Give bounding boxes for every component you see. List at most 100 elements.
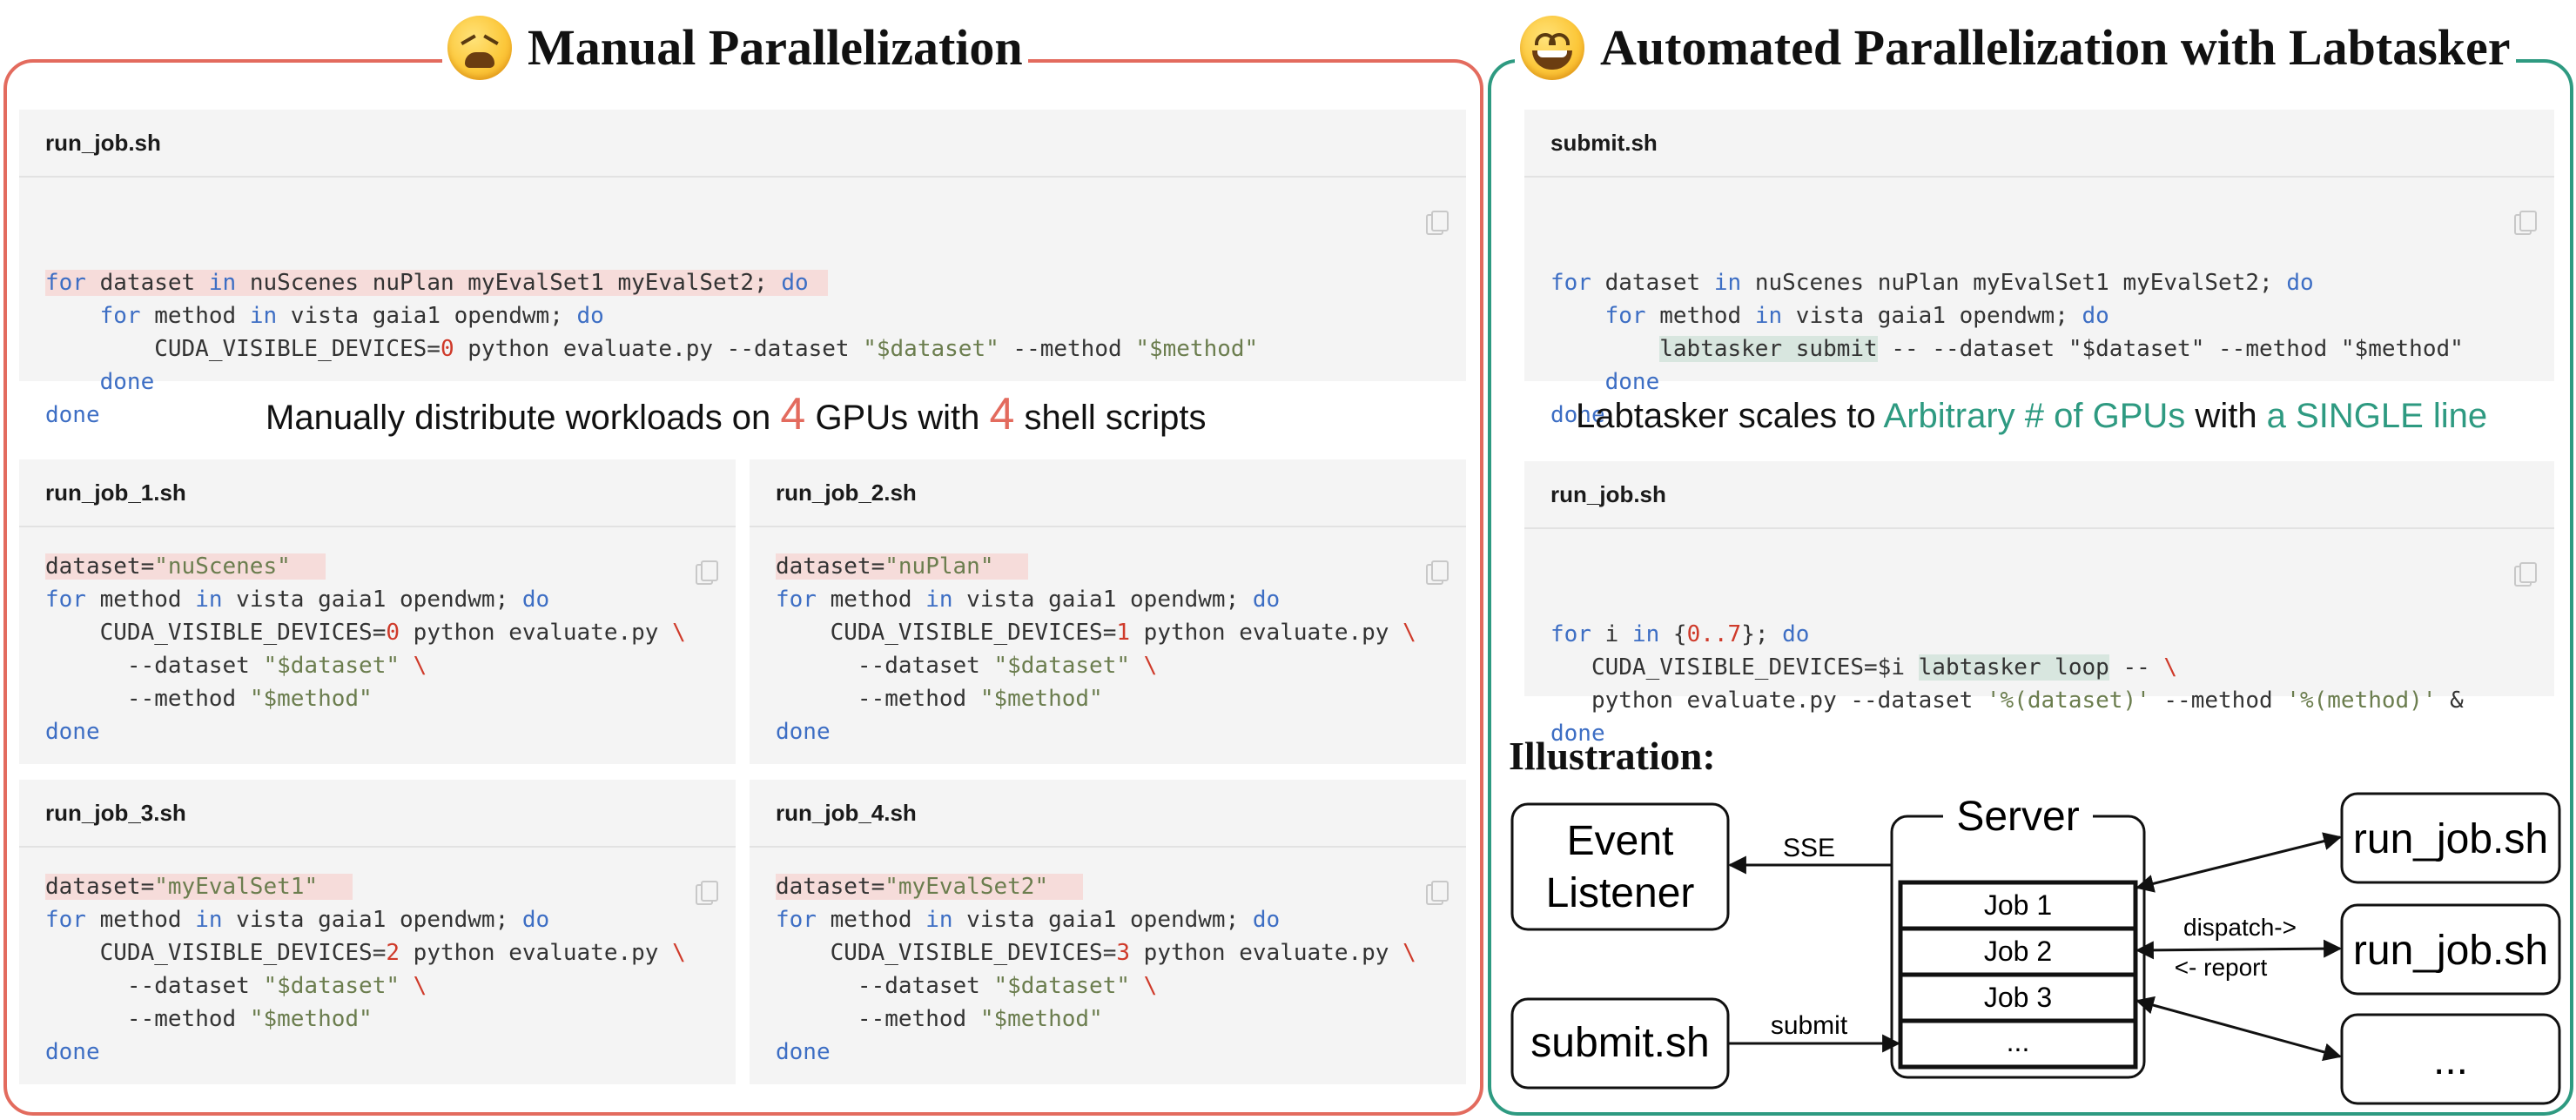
report-label: <- report — [2175, 954, 2268, 981]
run-job-code-block: run_job.sh for dataset in nuScenes nuPla… — [19, 110, 1466, 428]
code-token: \ — [413, 653, 427, 679]
code-body: for dataset in nuScenes nuPlan myEvalSet… — [19, 178, 1466, 498]
code-token: \ — [1402, 620, 1416, 646]
code-body: dataset="myEvalSet2"for method in vista … — [750, 848, 1466, 1069]
arbitrary-gpus-text: Arbitrary # of GPUs — [1883, 397, 2186, 435]
dataset-value: nuScenes — [167, 553, 278, 580]
submit-args: -- --dataset "$dataset" --method "$metho… — [1877, 336, 2464, 362]
dataset-value: myEvalSet1 — [167, 874, 305, 900]
caption-text: with — [2185, 397, 2267, 435]
code-token: "$method" — [979, 686, 1103, 712]
code-token: "$dataset" — [263, 653, 400, 679]
script-count: 4 — [989, 389, 1015, 439]
caption-text: GPUs with — [805, 399, 990, 437]
code-token: python evaluate.py — [1130, 620, 1403, 646]
dispatch-arrow-2 — [2135, 939, 2343, 960]
server-label: Server — [1956, 794, 2079, 840]
copy-icon[interactable] — [2514, 562, 2537, 587]
run-job-loop-code-block: run_job.sh for i in {0..7}; do CUDA_VISI… — [1524, 461, 2554, 747]
code-filename: run_job_2.sh — [750, 459, 1466, 527]
code-token: --dataset — [857, 973, 994, 999]
single-line-text: a SINGLE line — [2266, 397, 2488, 435]
code-filename: run_job_4.sh — [750, 780, 1466, 848]
caption-text: Manually distribute workloads on — [266, 399, 781, 437]
copy-icon[interactable] — [1426, 881, 1449, 905]
code-token: --dataset — [126, 653, 264, 679]
event-listener-label: Listener — [1546, 870, 1695, 916]
dataset-value: myEvalSet2 — [898, 874, 1035, 900]
manual-panel-title: Manual Parallelization — [442, 16, 1028, 80]
code-token: done — [45, 1039, 100, 1065]
code-token: CUDA_VISIBLE_DEVICES= — [99, 940, 387, 966]
code-body: dataset="nuScenes"for method in vista ga… — [19, 527, 736, 748]
code-token: \ — [1402, 940, 1416, 966]
code-body: dataset="nuPlan"for method in vista gaia… — [750, 527, 1466, 748]
code-body: dataset="myEvalSet1"for method in vista … — [19, 848, 736, 1069]
copy-icon[interactable] — [2514, 211, 2537, 235]
submit-sh-label: submit.sh — [1530, 1020, 1709, 1066]
code-token: CUDA_VISIBLE_DEVICES= — [830, 620, 1117, 646]
code-filename: submit.sh — [1524, 110, 2554, 178]
code-token: --dataset — [857, 653, 994, 679]
code-token: dataset= — [45, 553, 155, 580]
code-token: --method — [857, 1006, 980, 1032]
code-token: \ — [1143, 973, 1158, 999]
gpu-index: 0 — [386, 620, 400, 646]
event-listener-label: Event — [1567, 818, 1674, 864]
code-token: done — [776, 719, 831, 745]
job-2-label: Job 2 — [1984, 936, 2052, 967]
code-token: \ — [413, 973, 427, 999]
copy-icon[interactable] — [1426, 560, 1449, 585]
code-token: "$dataset" — [993, 653, 1131, 679]
worker-3-label: ... — [2433, 1037, 2468, 1083]
manual-title-text: Manual Parallelization — [528, 19, 1023, 76]
code-token: dataset= — [776, 874, 885, 900]
copy-icon[interactable] — [696, 881, 718, 905]
dispatch-label: dispatch-> — [2183, 914, 2297, 941]
job-more-label: ... — [2007, 1026, 2030, 1057]
copy-icon[interactable] — [1426, 211, 1449, 235]
job-1-label: Job 1 — [1984, 889, 2052, 921]
code-body: for dataset in nuScenes nuPlan myEvalSet… — [1524, 178, 2554, 498]
dataset-value: nuPlan — [898, 553, 980, 580]
code-token: "$method" — [249, 686, 373, 712]
automated-panel-title: Automated Parallelization with Labtasker — [1515, 16, 2516, 80]
code-token: --method — [126, 686, 250, 712]
dispatch-arrow-1 — [2135, 832, 2343, 893]
grinning-face-emoji-icon — [1520, 16, 1584, 80]
manual-caption: Manually distribute workloads on 4 GPUs … — [266, 388, 1206, 440]
code-token: CUDA_VISIBLE_DEVICES= — [99, 620, 387, 646]
code-token: python evaluate.py — [1130, 940, 1403, 966]
gpu-index: 2 — [386, 940, 400, 966]
code-token: --method — [126, 1006, 250, 1032]
labtasker-submit-highlight: labtasker submit — [1659, 336, 1878, 362]
code-token: \ — [1143, 653, 1158, 679]
code-token: dataset= — [776, 553, 885, 580]
code-token: done — [776, 1039, 831, 1065]
labtasker-caption: Labtasker scales to Arbitrary # of GPUs … — [1576, 397, 2487, 436]
gpu-count: 4 — [780, 389, 806, 439]
code-filename: run_job.sh — [1524, 461, 2554, 529]
gpu-index: 1 — [1116, 620, 1131, 646]
sse-label: SSE — [1783, 834, 1835, 862]
tired-face-emoji-icon — [447, 16, 512, 80]
code-token: python evaluate.py — [400, 620, 673, 646]
dispatch-arrow-3 — [2135, 996, 2343, 1062]
worker-1-label: run_job.sh — [2353, 816, 2548, 862]
code-body: for i in {0..7}; do CUDA_VISIBLE_DEVICES… — [1524, 529, 2554, 816]
code-token: dataset= — [45, 874, 155, 900]
copy-icon[interactable] — [696, 560, 718, 585]
code-token: \ — [672, 940, 686, 966]
gpu-index: 3 — [1116, 940, 1131, 966]
automated-title-text: Automated Parallelization with Labtasker — [1600, 19, 2511, 76]
code-token: \ — [672, 620, 686, 646]
submit-label: submit — [1771, 1011, 1848, 1040]
caption-text: Labtasker scales to — [1576, 397, 1884, 435]
code-token: "$dataset" — [263, 973, 400, 999]
submit-code-block: submit.sh for dataset in nuScenes nuPlan… — [1524, 110, 2554, 428]
illustration-title: Illustration: — [1509, 734, 1716, 778]
code-filename: run_job_3.sh — [19, 780, 736, 848]
